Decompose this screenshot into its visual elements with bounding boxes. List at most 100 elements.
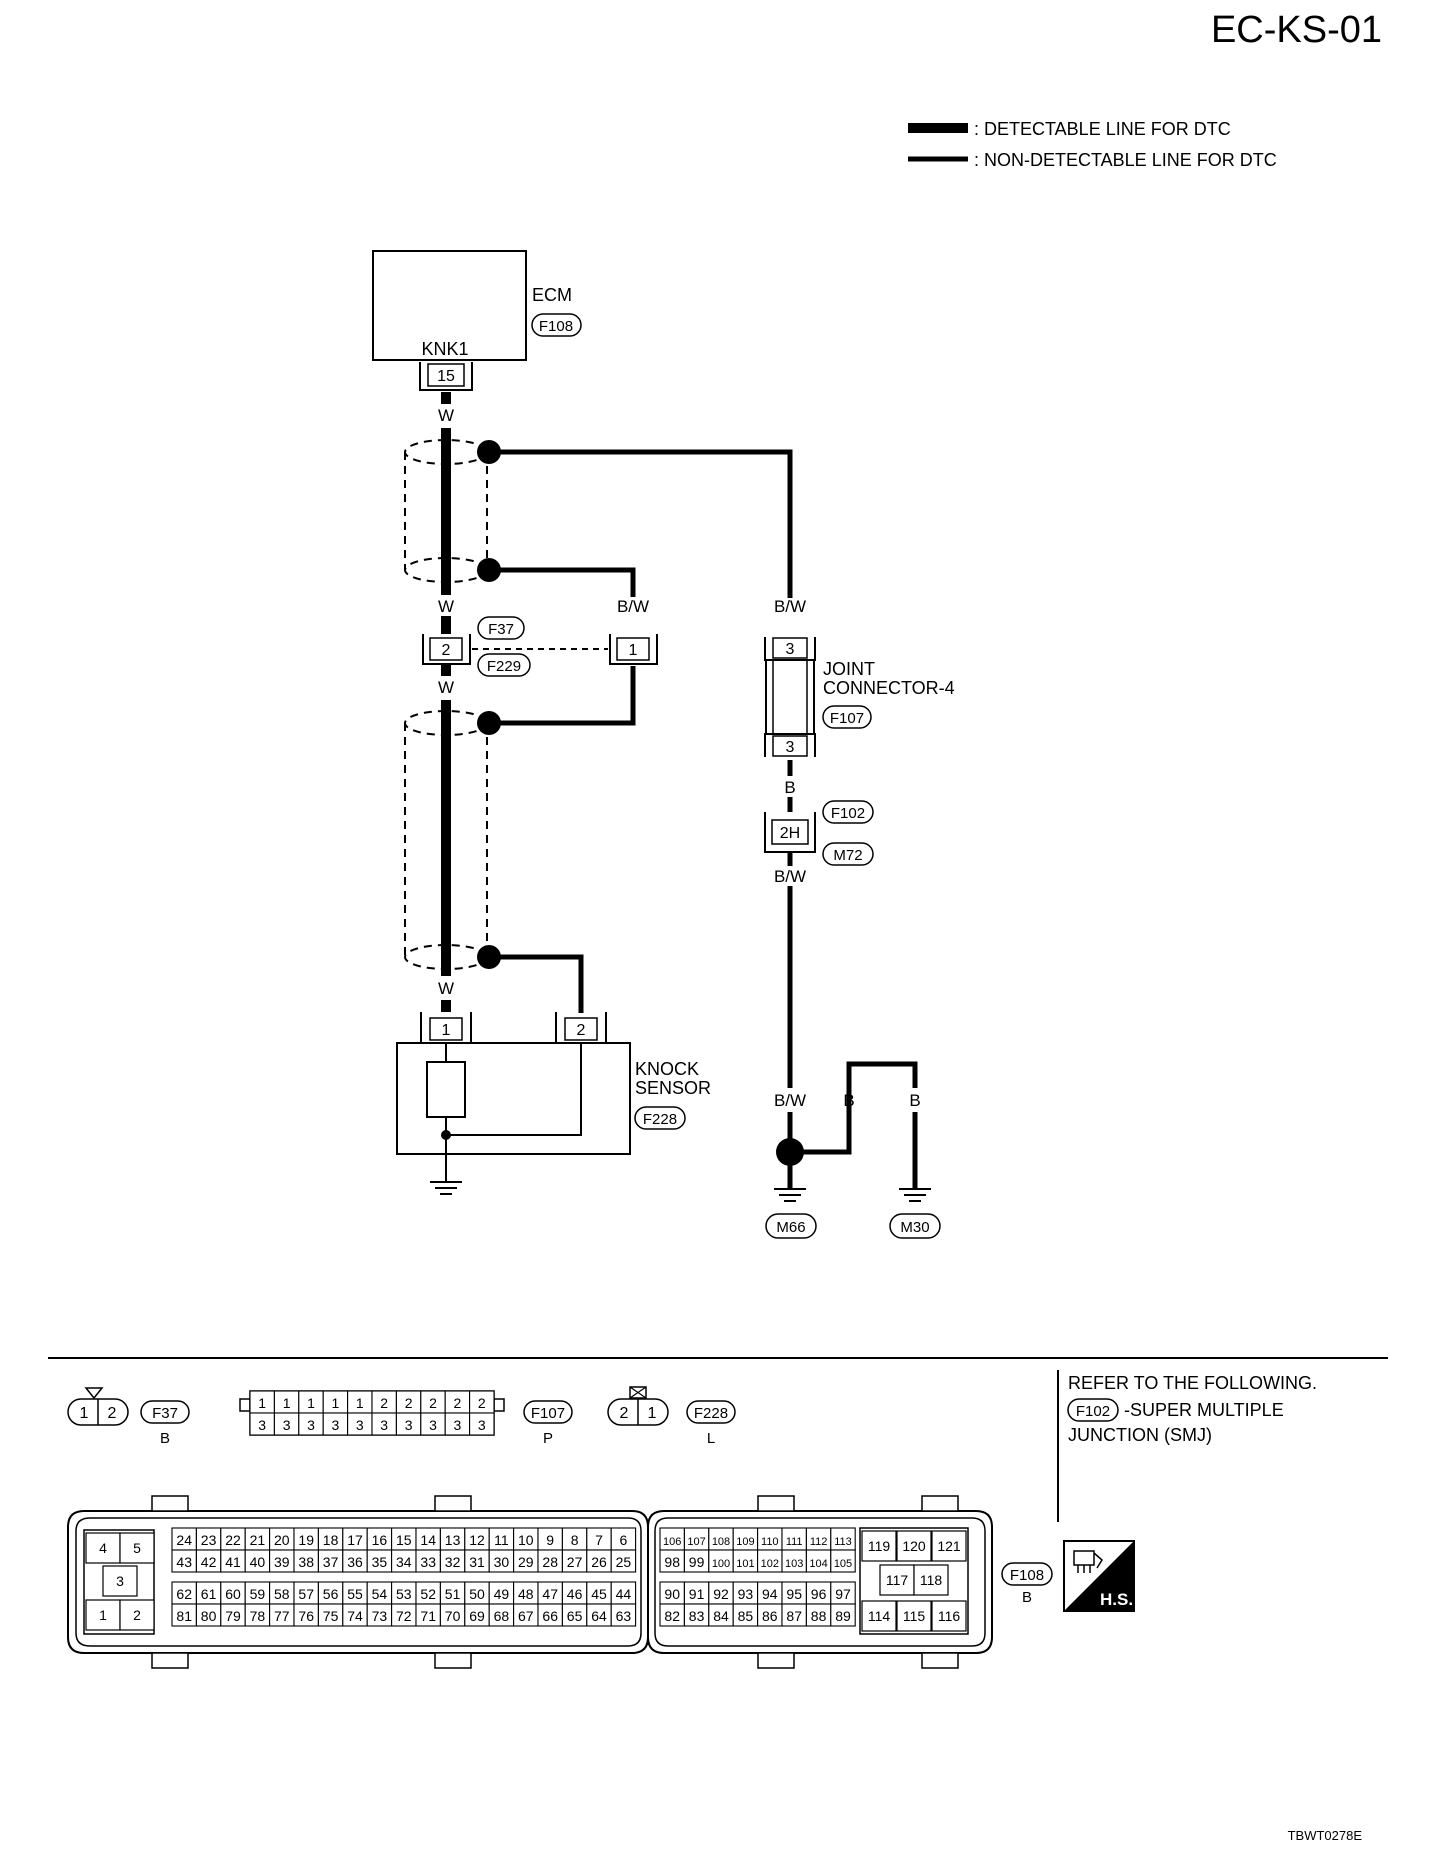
legend-detectable-label: : DETECTABLE LINE FOR DTC: [974, 119, 1231, 139]
svg-text:F228: F228: [643, 1111, 677, 1128]
smj-tag-m72: M72: [822, 842, 874, 866]
knock-sensor-box: [396, 1042, 631, 1155]
upper-shield: [404, 439, 501, 583]
ecm-pin-label: 27: [567, 1554, 583, 1570]
ecm-pin-label: 17: [347, 1532, 363, 1548]
shield-drain-wires: [489, 449, 793, 1013]
refer-note: REFER TO THE FOLLOWING. F102 -SUPER MULT…: [1067, 1373, 1317, 1445]
svg-text:2: 2: [133, 1607, 141, 1623]
ecm-pin-label: 77: [274, 1608, 290, 1624]
svg-text:F107: F107: [531, 1405, 565, 1422]
ecm-pin-label: 100: [712, 1558, 730, 1570]
ecm-pin-label: 97: [835, 1586, 851, 1602]
ecm-pin-label: 35: [372, 1554, 388, 1570]
ecm-pin-label: 91: [689, 1586, 705, 1602]
signal-wire: W W W W: [438, 392, 454, 1012]
svg-text:115: 115: [903, 1608, 926, 1624]
ecm-pin-label: 13: [445, 1532, 461, 1548]
inline-pin-2: [429, 637, 463, 661]
smj-tag-f102: F102: [822, 800, 874, 824]
svg-text:1: 1: [648, 1405, 657, 1422]
f107-pin-label: 3: [454, 1417, 462, 1433]
f107-pin-label: 2: [478, 1395, 486, 1411]
svg-text:5: 5: [133, 1540, 141, 1556]
svg-text:F229: F229: [487, 658, 521, 675]
svg-text:B/W: B/W: [774, 1091, 806, 1110]
ecm-pin-label: 62: [176, 1586, 192, 1602]
ecm-pin-label: 34: [396, 1554, 412, 1570]
ecm-pin-label: 30: [494, 1554, 510, 1570]
harness-side-badge: H.S.: [1063, 1540, 1135, 1612]
ecm-pin-label: 92: [713, 1586, 729, 1602]
svg-text:3: 3: [786, 739, 795, 756]
legend-nondetectable-label: : NON-DETECTABLE LINE FOR DTC: [974, 150, 1277, 170]
ecm-pin-label: 55: [347, 1586, 363, 1602]
ecm-pin-label: 73: [372, 1608, 388, 1624]
svg-text:116: 116: [938, 1608, 961, 1624]
ecm-pin-label: 64: [591, 1608, 607, 1624]
ecm-pin-label: 49: [494, 1586, 510, 1602]
ecm-pin-label: 44: [616, 1586, 632, 1602]
ecm-pin-label: 101: [736, 1558, 754, 1570]
ecm-pin-label: 96: [811, 1586, 827, 1602]
ecm-right-block: 119 120 121 117 118 114 115 116: [859, 1527, 969, 1635]
knock-sensor-label: KNOCK: [635, 1059, 699, 1079]
f107-pin-label: 1: [332, 1395, 340, 1411]
connector-view-f37: 1 2 F37 B: [67, 1387, 190, 1447]
ecm-pin-label: 88: [811, 1608, 827, 1624]
f107-pin-label: 3: [332, 1417, 340, 1433]
ecm-pin-label: 18: [323, 1532, 339, 1548]
ecm-pin-label: 16: [372, 1532, 388, 1548]
knock-pin-1: [429, 1017, 463, 1041]
ecm-pin-label: 99: [689, 1554, 705, 1570]
connector-icon: [1073, 1550, 1103, 1573]
ecm-pin-label: 33: [420, 1554, 436, 1570]
svg-text:120: 120: [902, 1538, 926, 1554]
knock-sensor: 1 2 KNOCK SENSOR F228: [396, 1012, 711, 1195]
svg-text:F102: F102: [1076, 1403, 1110, 1420]
ecm-terminal-15: [427, 363, 465, 387]
svg-text:121: 121: [937, 1538, 961, 1554]
svg-text:3: 3: [116, 1573, 124, 1589]
svg-text:W: W: [438, 406, 454, 425]
f107-pin-label: 1: [283, 1395, 291, 1411]
svg-text:M72: M72: [833, 847, 862, 864]
ecm-pin-label: 85: [738, 1608, 754, 1624]
ecm-pin-label: 84: [713, 1608, 729, 1624]
svg-text:117: 117: [886, 1572, 909, 1588]
svg-text:B: B: [160, 1430, 170, 1447]
ecm-pin-label: 47: [542, 1586, 558, 1602]
page-title: EC-KS-01: [1211, 9, 1382, 51]
ecm-pin-label: 102: [761, 1558, 779, 1570]
ecm-pin-label: 93: [738, 1586, 754, 1602]
svg-text:B/W: B/W: [774, 867, 806, 886]
ecm-pin-label: 48: [518, 1586, 534, 1602]
connector-view-f228: 2 1 F228 L: [607, 1386, 736, 1447]
ecm-pin-label: 24: [176, 1532, 192, 1548]
ecm-pin-label: 63: [616, 1608, 632, 1624]
ecm-unit: ECM F108 KNK1 15: [372, 250, 582, 391]
svg-text:119: 119: [868, 1538, 891, 1554]
ecm-pin-cell: [610, 1549, 637, 1573]
ecm-pin-label: 10: [518, 1532, 534, 1548]
ecm-pin-label: 71: [420, 1608, 436, 1624]
svg-text:F228: F228: [694, 1405, 728, 1422]
svg-text:2: 2: [442, 642, 451, 659]
svg-text:15: 15: [437, 368, 455, 385]
ecm-pin-label: 26: [591, 1554, 607, 1570]
ecm-pin-label: 105: [834, 1558, 852, 1570]
joint-connector-4: 3 3 JOINT CONNECTOR-4 F107: [764, 637, 955, 757]
ecm-pin-label: 37: [323, 1554, 339, 1570]
ecm-pin-label: 57: [298, 1586, 314, 1602]
svg-text:H.S.: H.S.: [1100, 1590, 1133, 1609]
ecm-pin-label: 11: [494, 1532, 509, 1548]
svg-text:REFER TO THE FOLLOWING.: REFER TO THE FOLLOWING.: [1068, 1373, 1317, 1393]
ecm-pin-label: 67: [518, 1608, 534, 1624]
svg-text:F107: F107: [830, 710, 864, 727]
svg-text:3: 3: [786, 641, 795, 658]
ecm-pin-cell: [830, 1549, 856, 1573]
svg-text:W: W: [438, 979, 454, 998]
knock-ground-symbol: [430, 1181, 462, 1195]
